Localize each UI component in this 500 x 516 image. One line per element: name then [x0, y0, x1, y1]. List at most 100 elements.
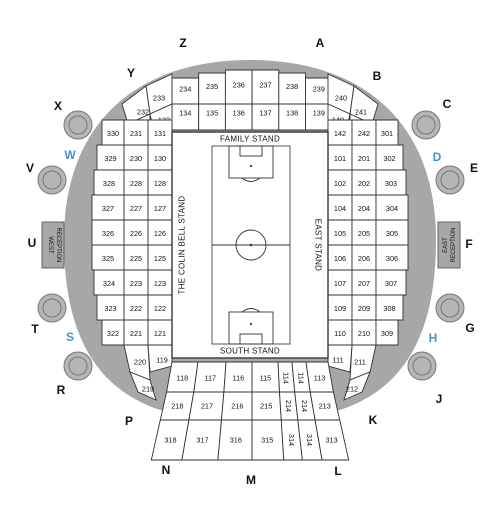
section-205[interactable]: 205 — [351, 219, 377, 246]
section-216[interactable]: 216 — [220, 391, 253, 421]
section-137[interactable]: 137 — [251, 103, 280, 131]
gate-m[interactable]: M — [246, 473, 256, 487]
gate-h[interactable]: H — [429, 331, 438, 345]
section-330[interactable]: 330 — [101, 119, 125, 146]
section-shape[interactable] — [327, 344, 353, 373]
section-322[interactable]: 322 — [101, 319, 125, 346]
section-136[interactable]: 136 — [224, 103, 253, 131]
section-138[interactable]: 138 — [278, 103, 306, 131]
gate-l[interactable]: L — [334, 464, 341, 478]
section-126[interactable]: 126 — [147, 219, 173, 246]
section-202[interactable]: 202 — [351, 169, 377, 196]
section-218[interactable]: 218 — [159, 391, 195, 421]
gate-v[interactable]: V — [26, 161, 34, 175]
section-135[interactable]: 135 — [198, 103, 226, 131]
section-210[interactable]: 210 — [351, 319, 377, 346]
section-326[interactable]: 326 — [91, 219, 125, 246]
section-329[interactable]: 329 — [96, 144, 125, 171]
section-225[interactable]: 225 — [123, 244, 149, 271]
section-303[interactable]: 303 — [375, 169, 407, 196]
section-128[interactable]: 128 — [147, 169, 173, 196]
section-123[interactable]: 123 — [147, 269, 173, 296]
section-110[interactable]: 110 — [327, 319, 353, 346]
section-118[interactable]: 118 — [166, 361, 199, 393]
section-308[interactable]: 308 — [375, 294, 404, 321]
section-301[interactable]: 301 — [375, 119, 399, 146]
section-shape[interactable] — [375, 294, 404, 321]
section-235[interactable]: 235 — [198, 72, 226, 105]
section-117[interactable]: 117 — [193, 361, 227, 393]
section-230[interactable]: 230 — [123, 144, 149, 171]
section-111[interactable]: 111 — [327, 344, 353, 373]
gate-t[interactable]: T — [31, 322, 39, 336]
gate-n[interactable]: N — [162, 463, 171, 477]
section-109[interactable]: 109 — [327, 294, 353, 321]
section-204[interactable]: 204 — [351, 194, 377, 221]
gate-g[interactable]: G — [465, 321, 474, 335]
section-327[interactable]: 327 — [91, 194, 125, 221]
section-242[interactable]: 242 — [351, 119, 377, 146]
section-125[interactable]: 125 — [147, 244, 173, 271]
section-shape[interactable] — [375, 244, 409, 271]
section-215[interactable]: 215 — [251, 391, 282, 421]
section-222[interactable]: 222 — [123, 294, 149, 321]
section-105[interactable]: 105 — [327, 219, 353, 246]
section-212[interactable]: 212 — [343, 371, 371, 401]
section-305[interactable]: 305 — [375, 219, 409, 246]
section-201[interactable]: 201 — [351, 144, 377, 171]
section-130[interactable]: 130 — [147, 144, 173, 171]
section-315[interactable]: 315 — [251, 419, 285, 461]
gate-e[interactable]: E — [470, 161, 478, 175]
section-324[interactable]: 324 — [93, 269, 125, 296]
section-shape[interactable] — [375, 269, 407, 296]
section-221[interactable]: 221 — [123, 319, 149, 346]
section-207[interactable]: 207 — [351, 269, 377, 296]
gate-f[interactable]: F — [465, 237, 472, 251]
section-237[interactable]: 237 — [251, 69, 280, 105]
section-104[interactable]: 104 — [327, 194, 353, 221]
section-shape[interactable] — [129, 371, 157, 401]
section-316[interactable]: 316 — [217, 419, 253, 461]
section-238[interactable]: 238 — [278, 72, 306, 105]
section-227[interactable]: 227 — [123, 194, 149, 221]
section-302[interactable]: 302 — [375, 144, 404, 171]
gate-y[interactable]: Y — [127, 66, 135, 80]
gate-r[interactable]: R — [57, 383, 66, 397]
section-304[interactable]: 304 — [375, 194, 409, 221]
section-shape[interactable] — [314, 419, 350, 461]
section-226[interactable]: 226 — [123, 219, 149, 246]
gate-u[interactable]: U — [28, 236, 37, 250]
section-209[interactable]: 209 — [351, 294, 377, 321]
gate-a[interactable]: A — [316, 36, 325, 50]
section-shape[interactable] — [343, 371, 371, 401]
section-309[interactable]: 309 — [375, 319, 399, 346]
section-101[interactable]: 101 — [327, 144, 353, 171]
section-102[interactable]: 102 — [327, 169, 353, 196]
section-107[interactable]: 107 — [327, 269, 353, 296]
section-115[interactable]: 115 — [251, 361, 280, 393]
gate-j[interactable]: J — [436, 392, 443, 406]
section-325[interactable]: 325 — [91, 244, 125, 271]
section-116[interactable]: 116 — [223, 361, 253, 393]
gate-x[interactable]: X — [54, 99, 62, 113]
section-323[interactable]: 323 — [96, 294, 125, 321]
section-217[interactable]: 217 — [188, 391, 225, 421]
gate-b[interactable]: B — [373, 69, 382, 83]
section-313[interactable]: 313 — [314, 419, 350, 461]
section-307[interactable]: 307 — [375, 269, 407, 296]
section-223[interactable]: 223 — [123, 269, 149, 296]
gate-s[interactable]: S — [66, 330, 74, 344]
section-328[interactable]: 328 — [93, 169, 125, 196]
section-206[interactable]: 206 — [351, 244, 377, 271]
section-122[interactable]: 122 — [147, 294, 173, 321]
section-317[interactable]: 317 — [181, 419, 222, 461]
gate-w[interactable]: W — [64, 148, 76, 162]
gate-k[interactable]: K — [369, 413, 378, 427]
section-121[interactable]: 121 — [147, 319, 173, 346]
section-142[interactable]: 142 — [327, 119, 353, 146]
section-134[interactable]: 134 — [171, 103, 200, 131]
section-219[interactable]: 219 — [129, 371, 157, 401]
section-234[interactable]: 234 — [171, 77, 200, 105]
section-shape[interactable] — [375, 319, 399, 346]
gate-z[interactable]: Z — [179, 36, 186, 50]
